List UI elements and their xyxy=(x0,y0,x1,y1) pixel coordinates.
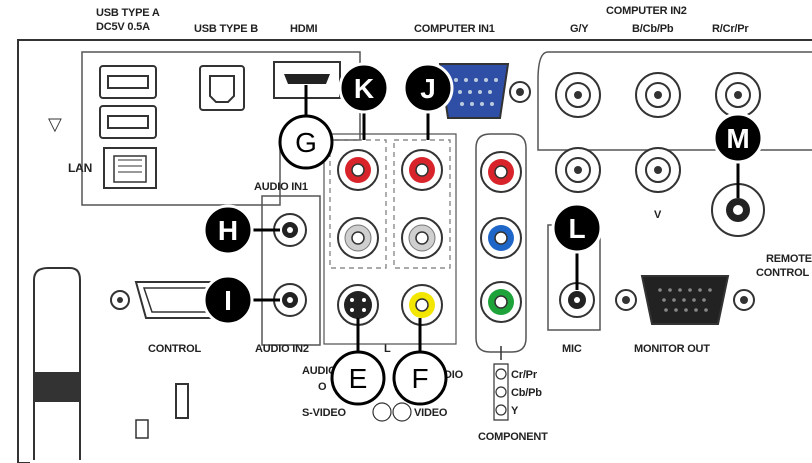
callout-e-letter: E xyxy=(349,363,368,394)
callout-h xyxy=(202,204,254,256)
usb-a-port-2 xyxy=(99,105,157,139)
component-green-port xyxy=(480,281,522,323)
remote-label: REMOTE xyxy=(766,253,812,265)
cr-pr-label: Cr/Pr xyxy=(511,369,538,381)
y-dot xyxy=(495,404,507,416)
audio-in-right-group xyxy=(393,139,451,269)
audio-in-left-group xyxy=(329,139,387,269)
component-red-port xyxy=(480,151,522,193)
mic-label: MIC xyxy=(562,343,582,355)
callout-m xyxy=(712,112,764,164)
usb-b-label: USB TYPE B xyxy=(194,23,258,35)
callout-j xyxy=(402,62,454,114)
component-recess xyxy=(475,133,527,353)
lan-port xyxy=(103,147,157,189)
callout-l xyxy=(551,202,603,254)
svideo-indicator xyxy=(372,402,392,422)
gy-label: G/Y xyxy=(570,23,589,35)
callout-l-letter: L xyxy=(568,213,585,244)
svideo-port xyxy=(337,284,379,326)
callout-h-letter: H xyxy=(218,215,238,246)
rca-yellow-video xyxy=(401,284,443,326)
side-latch-band xyxy=(34,372,80,402)
usb-a-label: USB TYPE A xyxy=(96,7,160,19)
side-latch xyxy=(33,267,81,460)
computer-in2-label: COMPUTER IN2 xyxy=(606,5,687,17)
callout-i-letter: I xyxy=(224,285,232,316)
computer-in2-bnc-bcbpb xyxy=(635,72,681,118)
computer-in2-bnc-rcrpr xyxy=(715,72,761,118)
monitor-out-port xyxy=(615,275,755,325)
panel-outline xyxy=(17,39,812,463)
video-indicator xyxy=(392,402,412,422)
svideo-label: S-VIDEO xyxy=(302,407,346,419)
callout-g-letter: G xyxy=(295,127,317,158)
audio-in1-port xyxy=(273,213,307,247)
usb-a-port-1 xyxy=(99,65,157,99)
computer-in2-bnc-v xyxy=(635,147,681,193)
rca-white-left xyxy=(337,217,379,259)
callout-e xyxy=(330,350,386,406)
audio-in1-label: AUDIO IN1 xyxy=(254,181,308,193)
l-label: L xyxy=(384,343,391,355)
v-label: V xyxy=(654,209,662,221)
callout-m-letter: M xyxy=(726,123,749,154)
lock-icon xyxy=(135,419,149,439)
audio-in-left2-label: O xyxy=(318,381,327,393)
callout-f xyxy=(392,350,448,406)
callout-f-letter: F xyxy=(411,363,428,394)
rca-red-left xyxy=(337,149,379,191)
y-label: Y xyxy=(511,405,519,417)
hdmi-label: HDMI xyxy=(290,23,317,35)
bcbpb-label: B/Cb/Pb xyxy=(632,23,674,35)
cb-pb-label: Cb/Pb xyxy=(511,387,542,399)
mic-port xyxy=(559,282,595,318)
callout-k-letter: K xyxy=(354,73,374,104)
control-label: CONTROL xyxy=(148,343,201,355)
callout-k xyxy=(338,62,390,114)
cr-pr-dot xyxy=(495,368,507,380)
remote-control-label: CONTROL xyxy=(756,267,809,279)
computer-in2-bnc-gy xyxy=(555,72,601,118)
av-recess xyxy=(323,133,457,345)
security-slot xyxy=(175,383,189,419)
callout-g xyxy=(278,114,334,170)
usb-a-rating-label: DC5V 0.5A xyxy=(96,21,150,33)
rcrpr-label: R/Cr/Pr xyxy=(712,23,749,35)
cb-pb-dot xyxy=(495,386,507,398)
computer-in2-recess xyxy=(537,51,812,151)
callout-j-letter: J xyxy=(420,73,436,104)
computer-in2-bnc-h xyxy=(555,147,601,193)
video-label: VIDEO xyxy=(414,407,448,419)
rca-white-right xyxy=(401,217,443,259)
audio-in2-label: AUDIO IN2 xyxy=(255,343,309,355)
monitor-out-label: MONITOR OUT xyxy=(634,343,710,355)
audio-in-recess xyxy=(261,195,321,346)
triangle-mark: ▽ xyxy=(48,114,62,135)
computer-in1-label: COMPUTER IN1 xyxy=(414,23,495,35)
component-blue-port xyxy=(480,217,522,259)
usb-b-port xyxy=(199,65,245,111)
callout-i xyxy=(202,274,254,326)
lan-label: LAN xyxy=(68,161,92,175)
component-label: COMPONENT xyxy=(478,431,548,443)
rca-red-right xyxy=(401,149,443,191)
audio-in-right-label: DIO xyxy=(444,369,464,381)
